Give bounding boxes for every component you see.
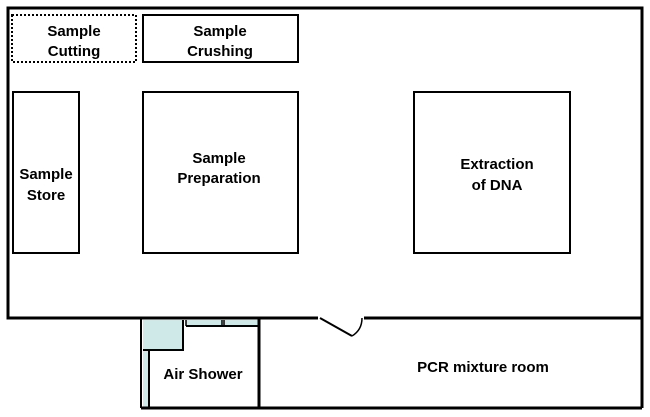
lower-walls — [140, 318, 644, 410]
sample-cutting-box — [11, 14, 137, 63]
sample-crushing-box — [142, 14, 299, 63]
sample-store-box — [12, 91, 80, 254]
sample-preparation-box — [142, 91, 299, 254]
sample-store-label-1: Sample — [19, 166, 72, 183]
extraction-dna-label-1: Extraction — [460, 156, 533, 173]
sample-preparation-label-1: Sample — [192, 150, 245, 167]
sample-crushing-label-2: Crushing — [187, 43, 253, 60]
extraction-dna-label-2: of DNA — [472, 177, 523, 194]
sample-preparation-label-2: Preparation — [177, 170, 260, 187]
air-shower-label: Air Shower — [163, 366, 242, 383]
pcr-mixture-room-label: PCR mixture room — [417, 359, 549, 376]
sample-store-label-2: Store — [27, 187, 65, 204]
airlock-fill — [143, 320, 258, 407]
sample-cutting-label-2: Cutting — [48, 43, 100, 60]
sample-cutting-label-1: Sample — [47, 23, 100, 40]
sample-crushing-label-1: Sample — [193, 23, 246, 40]
extraction-dna-box — [413, 91, 571, 254]
pcr-door — [318, 315, 364, 337]
